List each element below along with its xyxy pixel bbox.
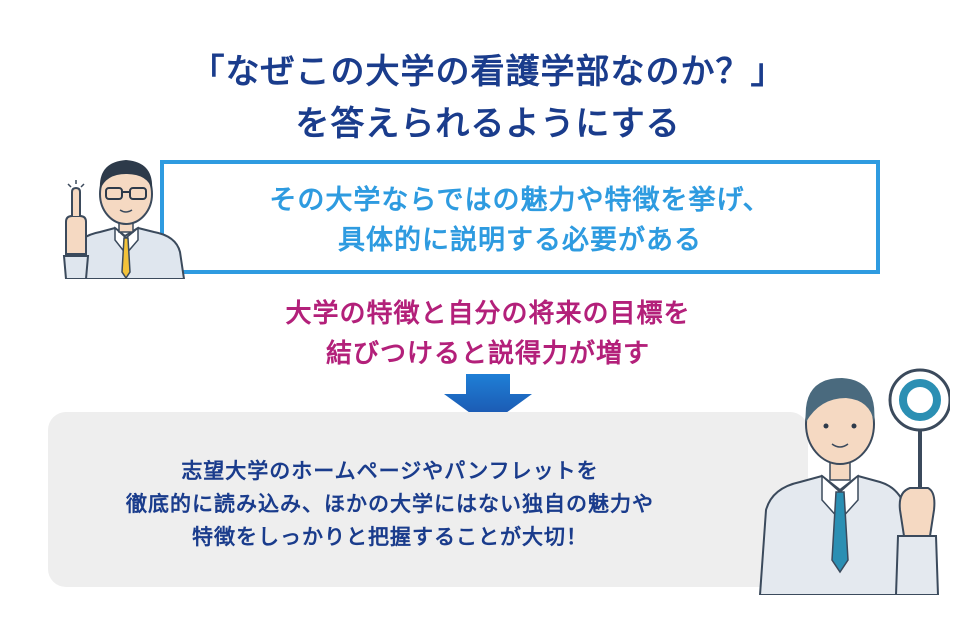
man-holding-circle-sign-icon [758,368,950,595]
down-arrow-icon [444,374,532,426]
point-box-line-2: 具体的に説明する必要がある [338,225,702,256]
summary-line-1: 志望大学のホームページやパンフレットを [181,459,599,483]
main-title: 「なぜこの大学の看護学部なのか？」 を答えられるようにする [0,46,976,150]
emphasis-text: 大学の特徴と自分の将来の目標を 結びつけると説得力が増す [0,294,976,374]
point-box-line-1: その大学ならではの魅力や特徴を挙げ、 [269,185,771,216]
emphasis-line-2: 結びつけると説得力が増す [325,339,650,369]
summary-line-3: 特徴をしっかりと把握することが大切！ [192,525,588,549]
summary-panel [48,412,808,587]
summary-line-2: 徹底的に読み込み、ほかの大学にはない独自の魅力や [126,492,654,516]
point-box-text: その大学ならではの魅力や特徴を挙げ、 具体的に説明する必要がある [160,181,880,261]
title-line-2: を答えられるようにする [295,104,681,144]
title-line-1: 「なぜこの大学の看護学部なのか？」 [190,52,786,92]
emphasis-line-1: 大学の特徴と自分の将来の目標を [285,299,691,329]
summary-text: 志望大学のホームページやパンフレットを 徹底的に読み込み、ほかの大学にはない独自… [60,455,720,554]
man-pointing-finger-icon [62,160,186,279]
point-box [160,160,880,274]
